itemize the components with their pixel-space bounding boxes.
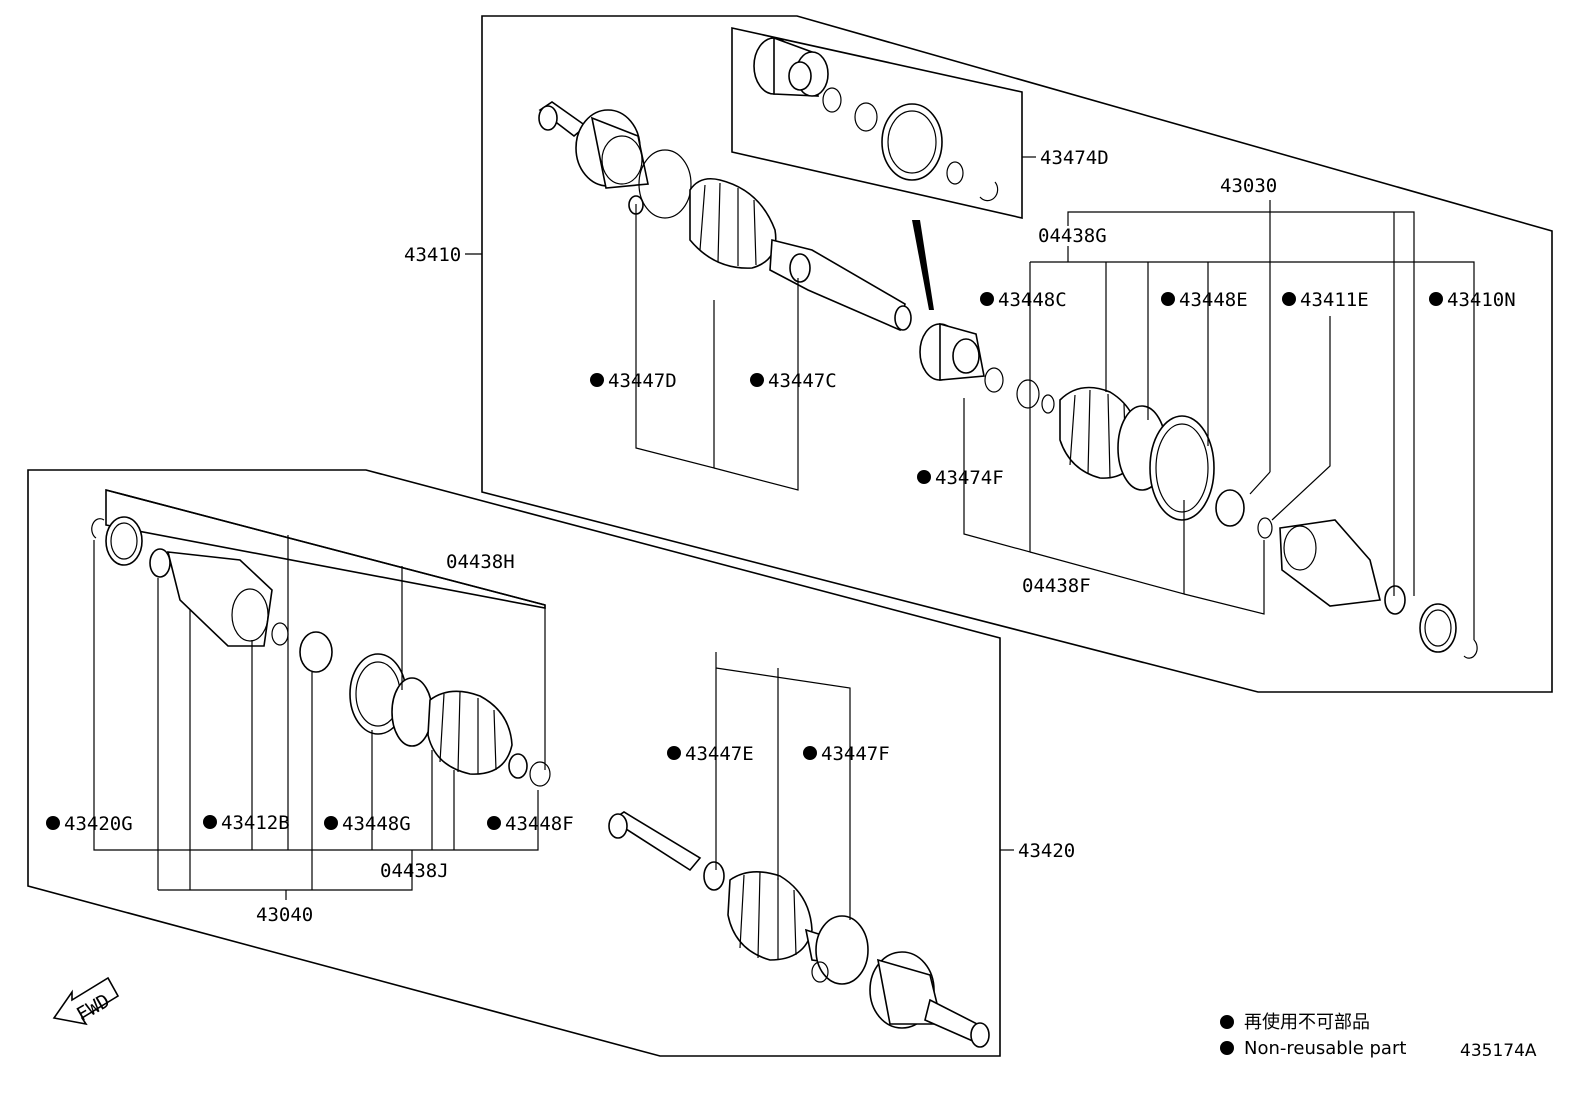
non-reusable-mark xyxy=(1282,292,1296,306)
label-04438J: 04438J xyxy=(380,860,449,882)
label-43447F: 43447F xyxy=(821,743,890,765)
label-04438F: 04438F xyxy=(1022,575,1091,597)
label-43410: 43410 xyxy=(404,244,461,266)
label-43040: 43040 xyxy=(256,904,313,926)
upper-leader-lines xyxy=(465,156,1475,640)
non-reusable-mark xyxy=(1429,292,1443,306)
non-reusable-mark xyxy=(917,470,931,484)
label-43447C: 43447C xyxy=(768,370,837,392)
legend-japanese: 再使用不可部品 xyxy=(1244,1012,1370,1033)
label-43412B: 43412B xyxy=(221,812,290,834)
label-43448C: 43448C xyxy=(998,289,1067,311)
label-43474F: 43474F xyxy=(935,467,1004,489)
label-43411E: 43411E xyxy=(1300,289,1369,311)
outer-joint-kit-parts xyxy=(753,36,999,202)
non-reusable-mark xyxy=(803,746,817,760)
non-reusable-mark xyxy=(46,816,60,830)
label-43448E: 43448E xyxy=(1179,289,1248,311)
lower-inboard-parts xyxy=(91,516,551,787)
lower-outboard-shaft xyxy=(608,811,990,1048)
label-43447E: 43447E xyxy=(685,743,754,765)
label-43420: 43420 xyxy=(1018,840,1075,862)
non-reusable-mark xyxy=(203,815,217,829)
non-reusable-mark xyxy=(1161,292,1175,306)
label-43030: 43030 xyxy=(1220,175,1277,197)
non-reusable-mark xyxy=(590,373,604,387)
non-reusable-mark xyxy=(324,816,338,830)
outer-joint-kit-frame xyxy=(731,27,1023,220)
diagram-id: 435174A xyxy=(1460,1041,1537,1061)
label-04438G: 04438G xyxy=(1038,225,1107,247)
upper-outboard-shaft xyxy=(538,101,912,332)
label-43448G: 43448G xyxy=(342,813,411,835)
label-04438H: 04438H xyxy=(446,551,515,573)
label-43474D: 43474D xyxy=(1040,147,1109,169)
label-43447D: 43447D xyxy=(608,370,677,392)
pointer-wedge xyxy=(912,220,934,310)
legend-mark xyxy=(1220,1041,1234,1055)
lower-leader-lines xyxy=(93,535,1014,920)
lower-assembly-frame xyxy=(27,469,1001,1057)
legend-mark xyxy=(1220,1015,1234,1029)
fwd-arrow: FWD xyxy=(52,976,120,1026)
non-reusable-mark xyxy=(980,292,994,306)
label-43410N: 43410N xyxy=(1447,289,1516,311)
inboard-kit-bracket xyxy=(105,489,546,606)
non-reusable-mark xyxy=(487,816,501,830)
non-reusable-mark xyxy=(750,373,764,387)
label-43448F: 43448F xyxy=(505,813,574,835)
upper-assembly-frame xyxy=(481,15,1553,693)
legend-english: Non-reusable part xyxy=(1244,1038,1406,1059)
upper-inboard-parts xyxy=(919,322,1478,659)
non-reusable-mark xyxy=(667,746,681,760)
label-43420G: 43420G xyxy=(64,813,133,835)
